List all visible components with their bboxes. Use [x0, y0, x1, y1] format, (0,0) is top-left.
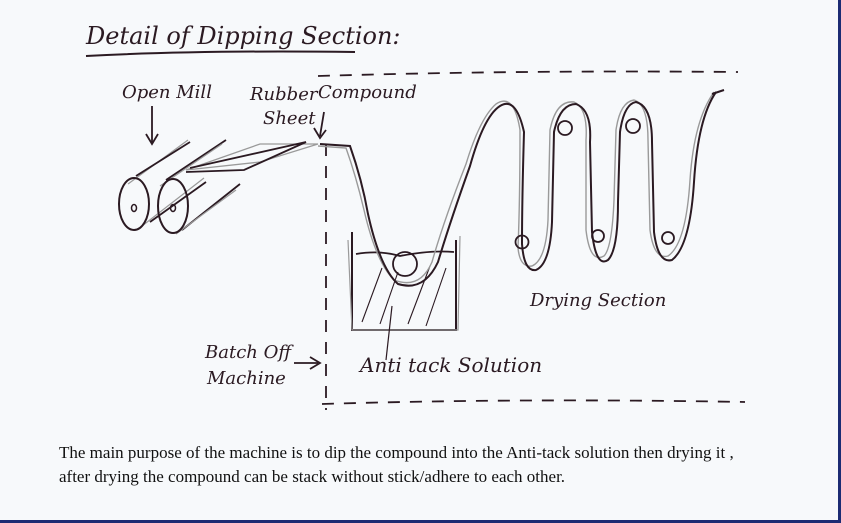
- diagram-title: Detail of Dipping Section:: [85, 22, 401, 50]
- caption-line-2: after drying the compound can be stack w…: [59, 467, 566, 486]
- title-underline: [85, 50, 356, 57]
- drying-section-label: Drying Section: [529, 290, 666, 311]
- caption: The main purpose of the machine is to di…: [59, 441, 819, 489]
- batch-off-label-line1: Batch Off: [204, 342, 294, 363]
- open-mill-rollers: [118, 139, 241, 235]
- rubber-sheet-label-line1: Rubber: [249, 84, 319, 105]
- drying-section-rollers: [392, 118, 675, 277]
- antitack-solution-label: Anti tack Solution: [358, 353, 542, 377]
- open-mill-arrow: [145, 106, 159, 146]
- rubber-sheet-label-line2: Sheet: [263, 108, 316, 129]
- antitack-dip-tank: [347, 232, 461, 361]
- open-mill-label: Open Mill: [122, 82, 212, 103]
- compound-path: [317, 89, 725, 287]
- batch-off-arrow: [294, 356, 322, 370]
- rubber-sheet: [185, 141, 319, 173]
- dashed-boundary: [317, 70, 746, 410]
- compound-label: Compound: [318, 82, 417, 103]
- rubber-sheet-arrow: [313, 111, 327, 140]
- caption-line-1: The main purpose of the machine is to di…: [59, 443, 734, 462]
- batch-off-label-line2: Machine: [206, 368, 286, 389]
